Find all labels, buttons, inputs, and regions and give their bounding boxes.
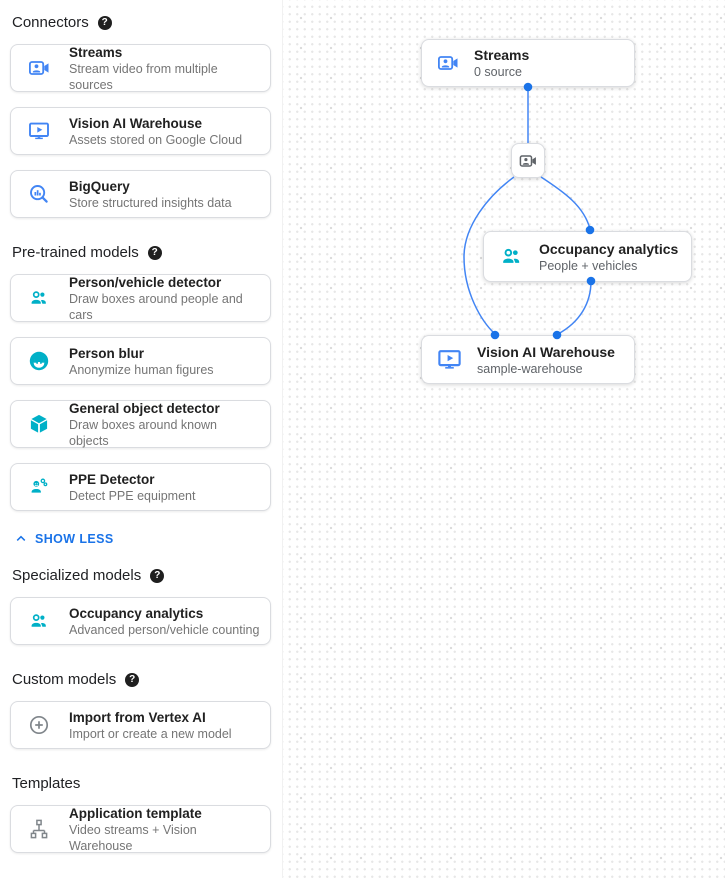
ppe-worker-icon bbox=[27, 475, 51, 499]
card-desc: Stream video from multiple sources bbox=[69, 61, 218, 92]
face-icon bbox=[27, 349, 51, 373]
node-streams[interactable]: Streams 0 source bbox=[421, 39, 635, 87]
section-connectors: Connectors ? bbox=[12, 14, 271, 31]
sidebar-card-application-template[interactable]: Application template Video streams + Vis… bbox=[10, 805, 271, 853]
section-title-pretrained: Pre-trained models bbox=[12, 244, 139, 261]
card-title: BigQuery bbox=[69, 178, 130, 194]
graph-edges bbox=[463, 82, 596, 340]
sidebar-card-person-blur[interactable]: Person blur Anonymize human figures bbox=[10, 337, 271, 385]
card-desc: Draw boxes around people and cars bbox=[69, 291, 243, 322]
card-desc: Assets stored on Google Cloud bbox=[69, 132, 243, 147]
card-desc: Detect PPE equipment bbox=[69, 488, 196, 503]
card-title: Occupancy analytics bbox=[69, 605, 204, 621]
sidebar-card-ppe-detector[interactable]: PPE Detector Detect PPE equipment bbox=[10, 463, 271, 511]
node-title: Occupancy analytics bbox=[539, 240, 679, 257]
section-title-templates: Templates bbox=[12, 775, 81, 792]
cube-icon bbox=[27, 412, 51, 436]
card-desc: Anonymize human figures bbox=[69, 362, 214, 377]
videocam-icon bbox=[518, 151, 538, 171]
sidebar-card-vision-ai-warehouse[interactable]: Vision AI Warehouse Assets stored on Goo… bbox=[10, 107, 271, 155]
node-subtitle: sample-warehouse bbox=[477, 361, 583, 376]
node-title: Vision AI Warehouse bbox=[477, 343, 615, 360]
help-icon[interactable]: ? bbox=[125, 672, 140, 687]
card-desc: Video streams + Vision Warehouse bbox=[69, 822, 197, 853]
people-icon bbox=[27, 609, 51, 633]
show-less-label: SHOW LESS bbox=[35, 532, 114, 546]
section-title-specialized: Specialized models bbox=[12, 567, 142, 584]
show-less-link[interactable]: SHOW LESS bbox=[14, 532, 271, 546]
node-subtitle: 0 source bbox=[474, 65, 522, 79]
people-icon bbox=[27, 286, 51, 310]
section-templates: Templates bbox=[12, 775, 271, 792]
card-title: Person/vehicle detector bbox=[69, 274, 222, 290]
sidebar-card-general-object-detector[interactable]: General object detector Draw boxes aroun… bbox=[10, 400, 271, 448]
sidebar-card-occupancy-analytics[interactable]: Occupancy analytics Advanced person/vehi… bbox=[10, 597, 271, 645]
card-title: Person blur bbox=[69, 345, 145, 361]
card-title: General object detector bbox=[69, 400, 220, 416]
node-vision-ai-warehouse[interactable]: Vision AI Warehouse sample-warehouse bbox=[421, 335, 635, 384]
bigquery-icon bbox=[27, 182, 51, 206]
card-title: Import from Vertex AI bbox=[69, 709, 206, 725]
graph-canvas[interactable]: Streams 0 source bbox=[283, 0, 725, 878]
add-circle-icon bbox=[27, 713, 51, 737]
card-title: Streams bbox=[69, 44, 123, 60]
help-icon[interactable]: ? bbox=[147, 245, 162, 260]
hierarchy-icon bbox=[27, 817, 51, 841]
card-desc: Import or create a new model bbox=[69, 726, 232, 741]
chevron-up-icon bbox=[14, 532, 28, 546]
videocam-icon bbox=[436, 51, 460, 75]
card-title: Vision AI Warehouse bbox=[69, 115, 203, 131]
node-subtitle: People + vehicles bbox=[539, 258, 638, 273]
warehouse-monitor-icon bbox=[436, 346, 463, 373]
card-title: Application template bbox=[69, 805, 202, 821]
node-occupancy-analytics[interactable]: Occupancy analytics People + vehicles bbox=[483, 231, 692, 282]
section-custom-models: Custom models ? bbox=[12, 671, 271, 688]
people-icon bbox=[498, 243, 525, 270]
card-title: PPE Detector bbox=[69, 471, 155, 487]
section-title-custom: Custom models bbox=[12, 671, 117, 688]
sidebar-card-bigquery[interactable]: BigQuery Store structured insights data bbox=[10, 170, 271, 218]
help-icon[interactable]: ? bbox=[97, 15, 112, 30]
warehouse-monitor-icon bbox=[27, 119, 51, 143]
section-pretrained-models: Pre-trained models ? bbox=[12, 244, 271, 261]
card-desc: Advanced person/vehicle counting bbox=[69, 622, 260, 637]
component-sidebar: Connectors ? Streams Stream video from m… bbox=[0, 0, 283, 878]
sidebar-card-person-vehicle-detector[interactable]: Person/vehicle detector Draw boxes aroun… bbox=[10, 274, 271, 322]
section-specialized-models: Specialized models ? bbox=[12, 567, 271, 584]
section-title-connectors: Connectors bbox=[12, 14, 89, 31]
card-desc: Store structured insights data bbox=[69, 195, 232, 210]
node-stream-source[interactable] bbox=[511, 143, 545, 178]
node-title: Streams bbox=[474, 47, 530, 63]
videocam-icon bbox=[27, 56, 51, 80]
help-icon[interactable]: ? bbox=[150, 568, 165, 583]
card-desc: Draw boxes around known objects bbox=[69, 417, 217, 448]
sidebar-card-streams[interactable]: Streams Stream video from multiple sourc… bbox=[10, 44, 271, 92]
sidebar-card-import-from-vertex-ai[interactable]: Import from Vertex AI Import or create a… bbox=[10, 701, 271, 749]
